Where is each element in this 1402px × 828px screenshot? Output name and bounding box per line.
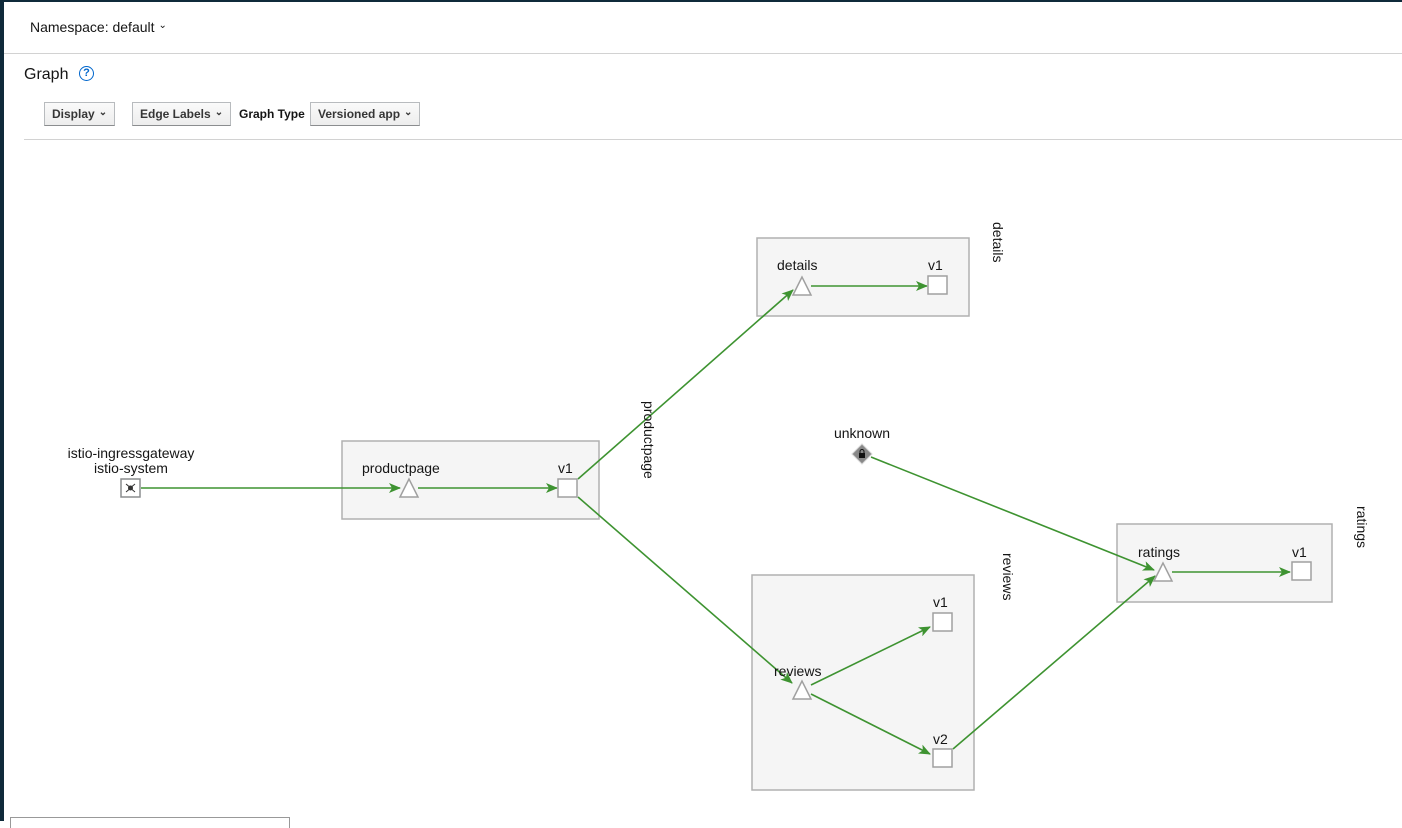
display-dropdown-label: Display [52,107,95,121]
top-border [0,0,1402,2]
edge-labels-dropdown-label: Edge Labels [140,107,211,121]
help-icon[interactable]: ? [79,66,94,81]
ratings-v1-workload-node[interactable] [1291,561,1312,581]
edge-productpage-v1-to-details[interactable] [577,289,794,480]
ratings-service-node[interactable] [1152,561,1174,582]
reviews-v2-workload-node[interactable] [932,748,953,768]
details-group-label: details [990,222,1006,262]
gateway-namespace-label: istio-system [94,460,168,476]
gateway-root-icon [125,483,136,493]
details-service-node[interactable] [791,275,813,296]
unknown-label: unknown [834,425,890,441]
edge-reviews-to-reviews-v2[interactable] [810,693,931,755]
display-dropdown[interactable]: Display ⌄ [44,102,116,126]
page-title: Graph [24,66,69,83]
productpage-group-label: productpage [641,401,657,479]
toolbar-divider [24,139,1402,140]
chevron-down-icon: ⌄ [98,107,108,118]
namespace-bar: Namespace: default ⌄ [4,2,1402,54]
namespace-dropdown[interactable]: Namespace: default ⌄ [30,19,167,35]
ratings-app-label: ratings [1138,544,1180,560]
edge-labels-dropdown[interactable]: Edge Labels ⌄ [132,102,232,126]
ratings-group-label: ratings [1354,506,1370,548]
edge-productpage-v1-to-reviews[interactable] [577,496,793,684]
lock-icon [859,449,865,458]
reviews-group-label: reviews [1000,553,1016,600]
graph-type-label: Graph Type [239,107,305,121]
details-version-label: v1 [928,257,943,273]
productpage-group-box[interactable] [341,440,600,520]
productpage-app-label: productpage [362,460,440,476]
graph-type-value: Versioned app [318,107,401,121]
ratings-version-label: v1 [1292,544,1307,560]
left-nav-rail [0,0,4,821]
chevron-down-icon: ⌄ [214,107,224,118]
productpage-v1-workload-node[interactable] [557,478,578,498]
edge-unknown-to-ratings[interactable] [870,456,1155,571]
edge-reviews-to-reviews-v1[interactable] [810,626,931,686]
graph-type-dropdown[interactable]: Versioned app ⌄ [310,102,421,126]
chevron-down-icon: ⌄ [404,107,413,118]
reviews-v2-label: v2 [933,731,948,747]
gateway-name-label: istio-ingressgateway [68,445,195,461]
reviews-app-label: reviews [774,663,821,679]
productpage-version-label: v1 [558,460,573,476]
reviews-v1-label: v1 [933,594,948,610]
namespace-label: Namespace: default [30,19,155,35]
chevron-down-icon: ⌄ [158,20,167,31]
edge-reviews-v2-to-ratings[interactable] [952,575,1156,750]
details-v1-workload-node[interactable] [927,275,948,295]
details-app-label: details [777,257,817,273]
graph-legend-panel[interactable] [10,817,290,828]
productpage-service-node[interactable] [398,477,420,498]
reviews-service-node[interactable] [791,679,813,700]
reviews-v1-workload-node[interactable] [932,612,953,632]
